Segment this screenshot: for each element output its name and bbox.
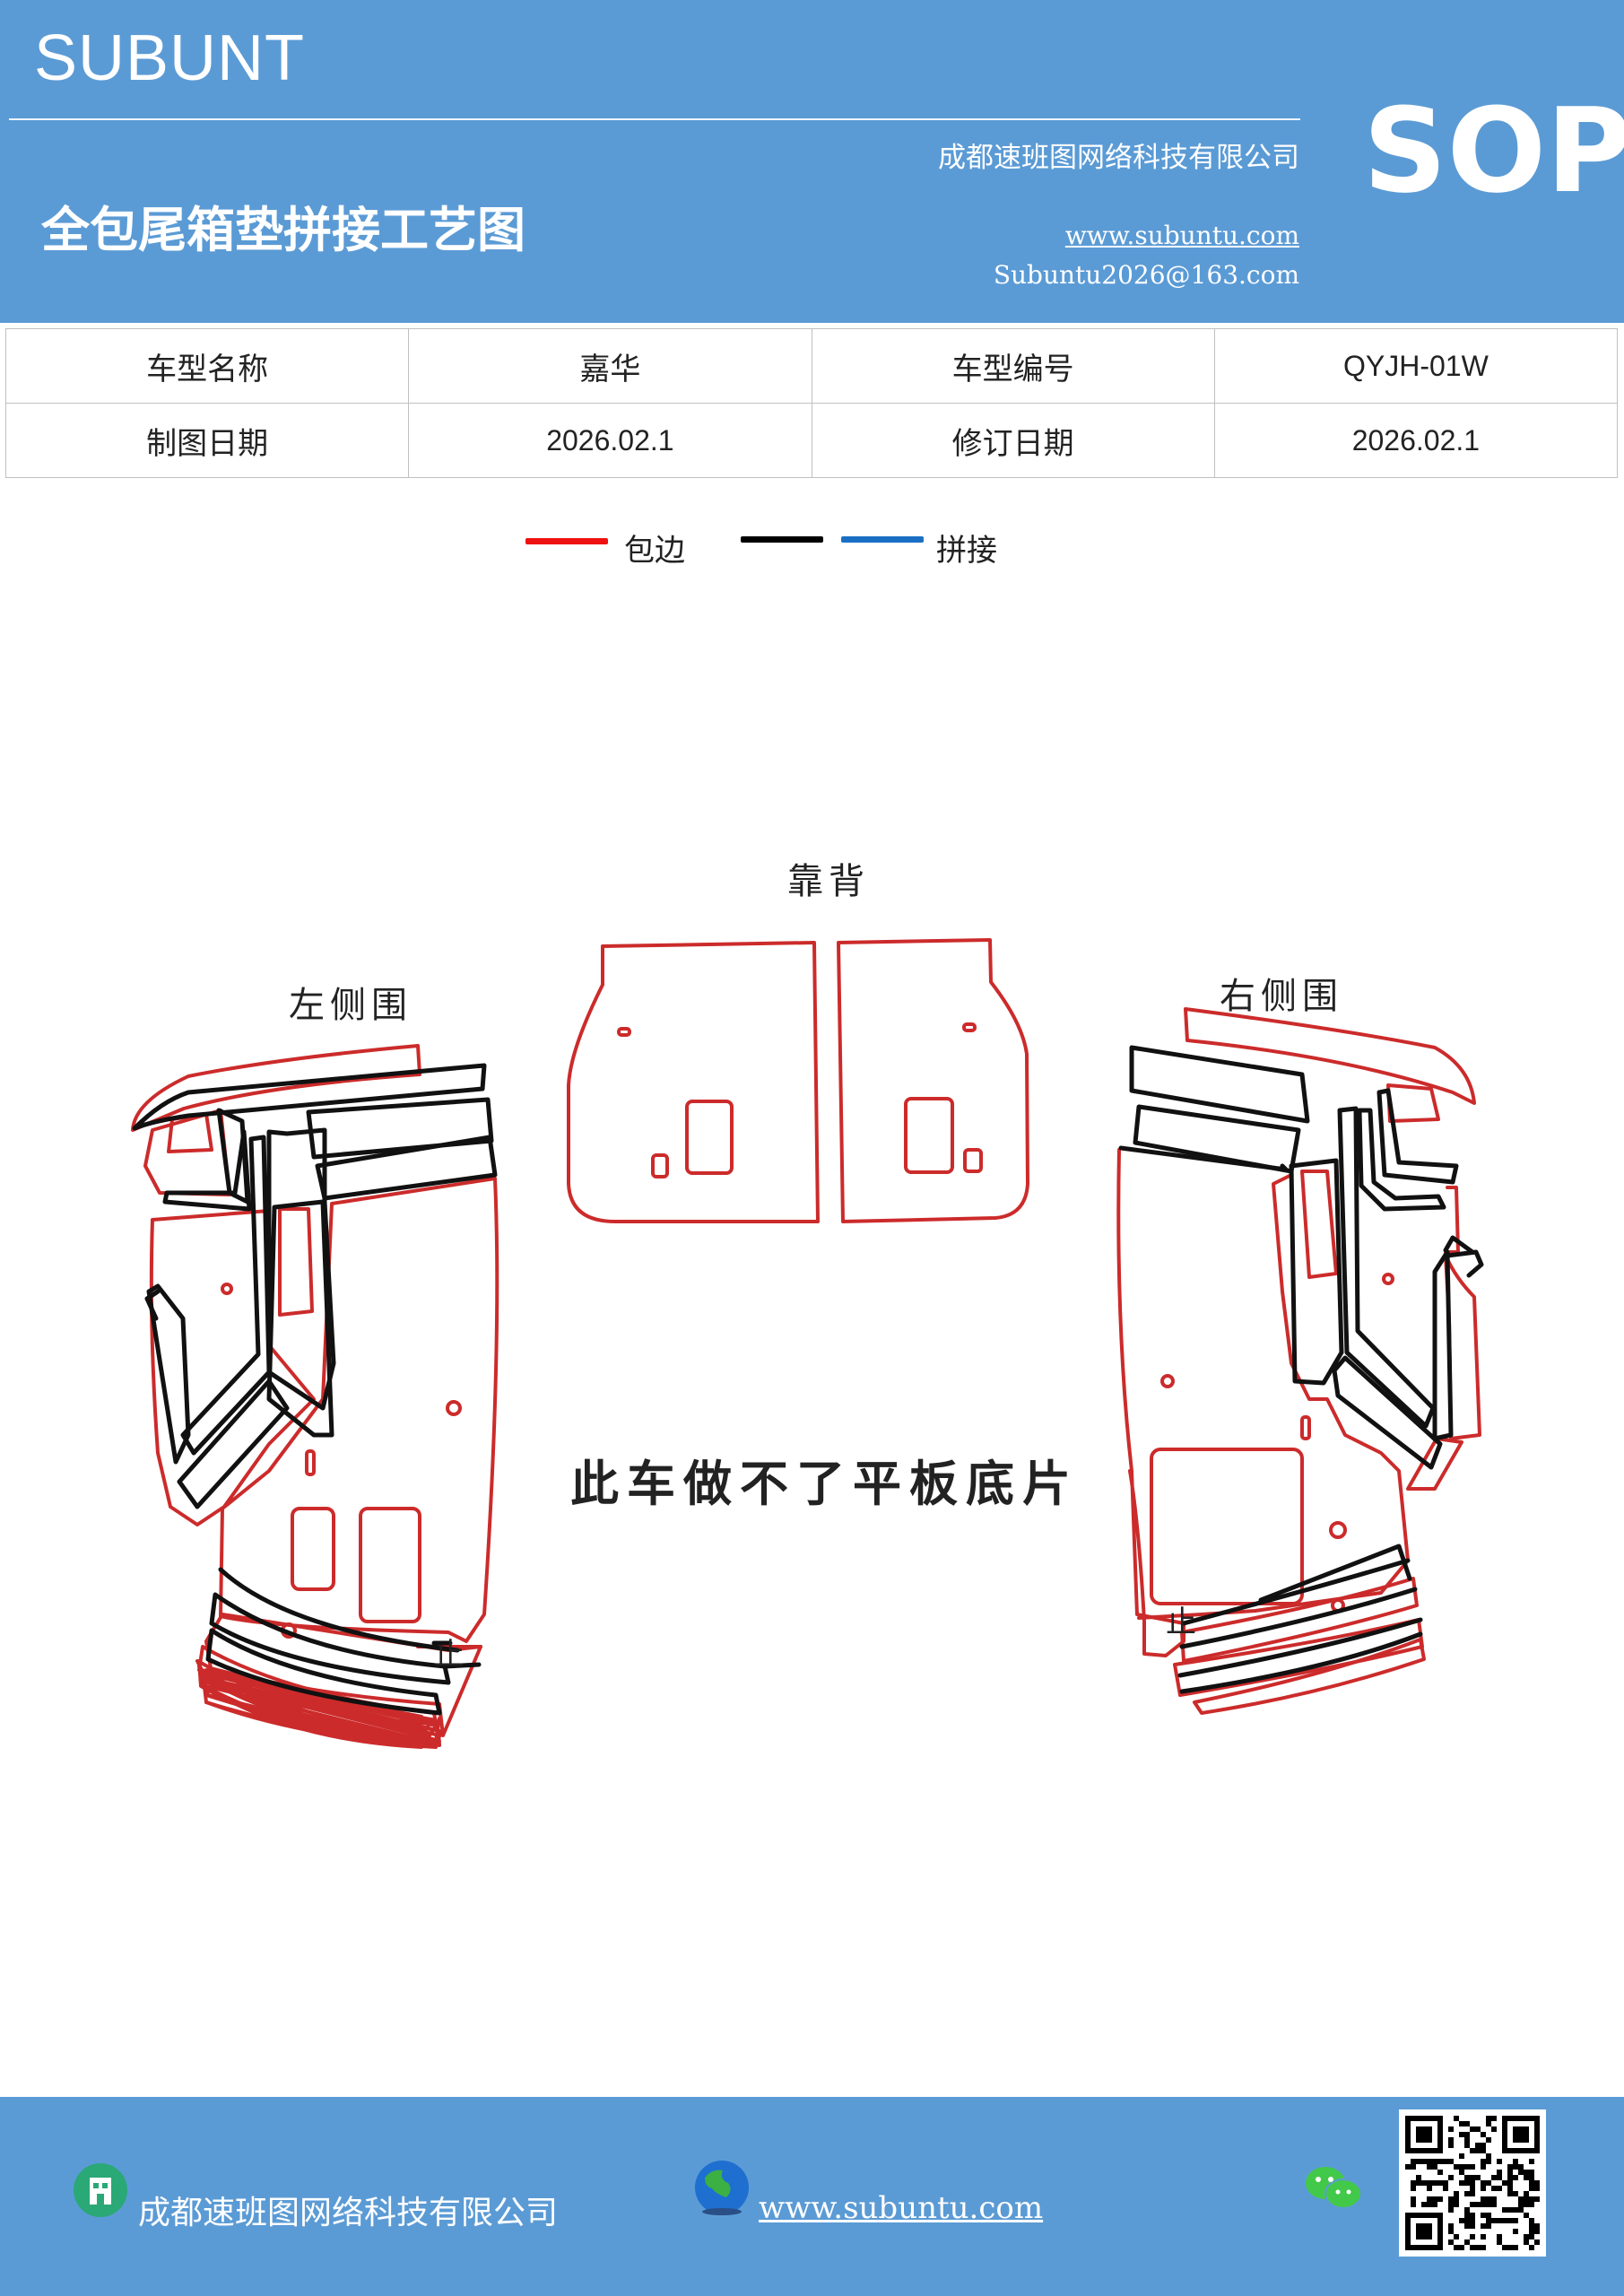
table-cell: QYJH-01W xyxy=(1213,328,1619,404)
header-company: 成都速班图网络科技有限公司 xyxy=(938,142,1299,174)
wechat-icon[interactable] xyxy=(1302,2161,1365,2215)
backrest-right-panel xyxy=(837,938,1029,1223)
legend-edging-label: 包边 xyxy=(624,533,685,569)
legend-black-line xyxy=(741,536,823,543)
table-row: 制图日期 2026.02.1 修订日期 2026.02.1 xyxy=(4,403,1619,478)
brand-logo: SUBUNT xyxy=(34,22,306,94)
table-cell: 车型编号 xyxy=(811,328,1215,404)
globe-icon xyxy=(695,2161,749,2215)
notice-no-flat-base: 此车做不了平板底片 xyxy=(570,1456,1079,1512)
table-cell: 制图日期 xyxy=(4,403,410,478)
legend-splice-label: 拼接 xyxy=(936,533,997,569)
left-side-wall xyxy=(131,1044,499,1749)
table-cell: 嘉华 xyxy=(408,328,812,404)
table-cell: 车型名称 xyxy=(4,328,410,404)
legend-edging-line xyxy=(525,538,608,544)
label-right-side: 右侧围 xyxy=(1220,976,1343,1017)
vehicle-info-table: 车型名称 嘉华 车型编号 QYJH-01W 制图日期 2026.02.1 修订日… xyxy=(4,328,1619,478)
table-cell: 修订日期 xyxy=(811,403,1215,478)
backrest-left-panel xyxy=(567,941,820,1223)
qr-code[interactable] xyxy=(1399,2109,1546,2257)
sop-badge: SOP xyxy=(1363,83,1624,219)
label-backrest: 靠背 xyxy=(787,861,870,902)
building-icon xyxy=(74,2163,127,2217)
header-divider xyxy=(9,118,1300,120)
line-legend: 包边 拼接 xyxy=(0,522,1624,576)
right-side-wall xyxy=(1116,1007,1484,1715)
table-cell: 2026.02.1 xyxy=(408,403,812,478)
legend-splice-line xyxy=(841,536,924,543)
table-row: 车型名称 嘉华 车型编号 QYJH-01W xyxy=(4,328,1619,404)
footer-website-link[interactable]: www.subuntu.com xyxy=(759,2190,1044,2226)
header-email[interactable]: Subuntu2026@163.com xyxy=(993,260,1299,290)
label-left-side: 左侧围 xyxy=(289,985,413,1026)
stop-mark-right: 止 xyxy=(1166,1605,1196,1640)
qr-code-pattern xyxy=(1405,2116,1540,2250)
footer-company: 成都速班图网络科技有限公司 xyxy=(138,2195,559,2231)
page-header: SUBUNT 成都速班图网络科技有限公司 全包尾箱垫拼接工艺图 www.subu… xyxy=(0,0,1624,323)
header-website-link[interactable]: www.subuntu.com xyxy=(1064,221,1299,250)
page-footer: 成都速班图网络科技有限公司 www.subuntu.com xyxy=(0,2097,1624,2296)
stop-mark-left: 止 xyxy=(434,1637,465,1673)
document-title: 全包尾箱垫拼接工艺图 xyxy=(41,202,525,258)
table-cell: 2026.02.1 xyxy=(1213,403,1619,478)
